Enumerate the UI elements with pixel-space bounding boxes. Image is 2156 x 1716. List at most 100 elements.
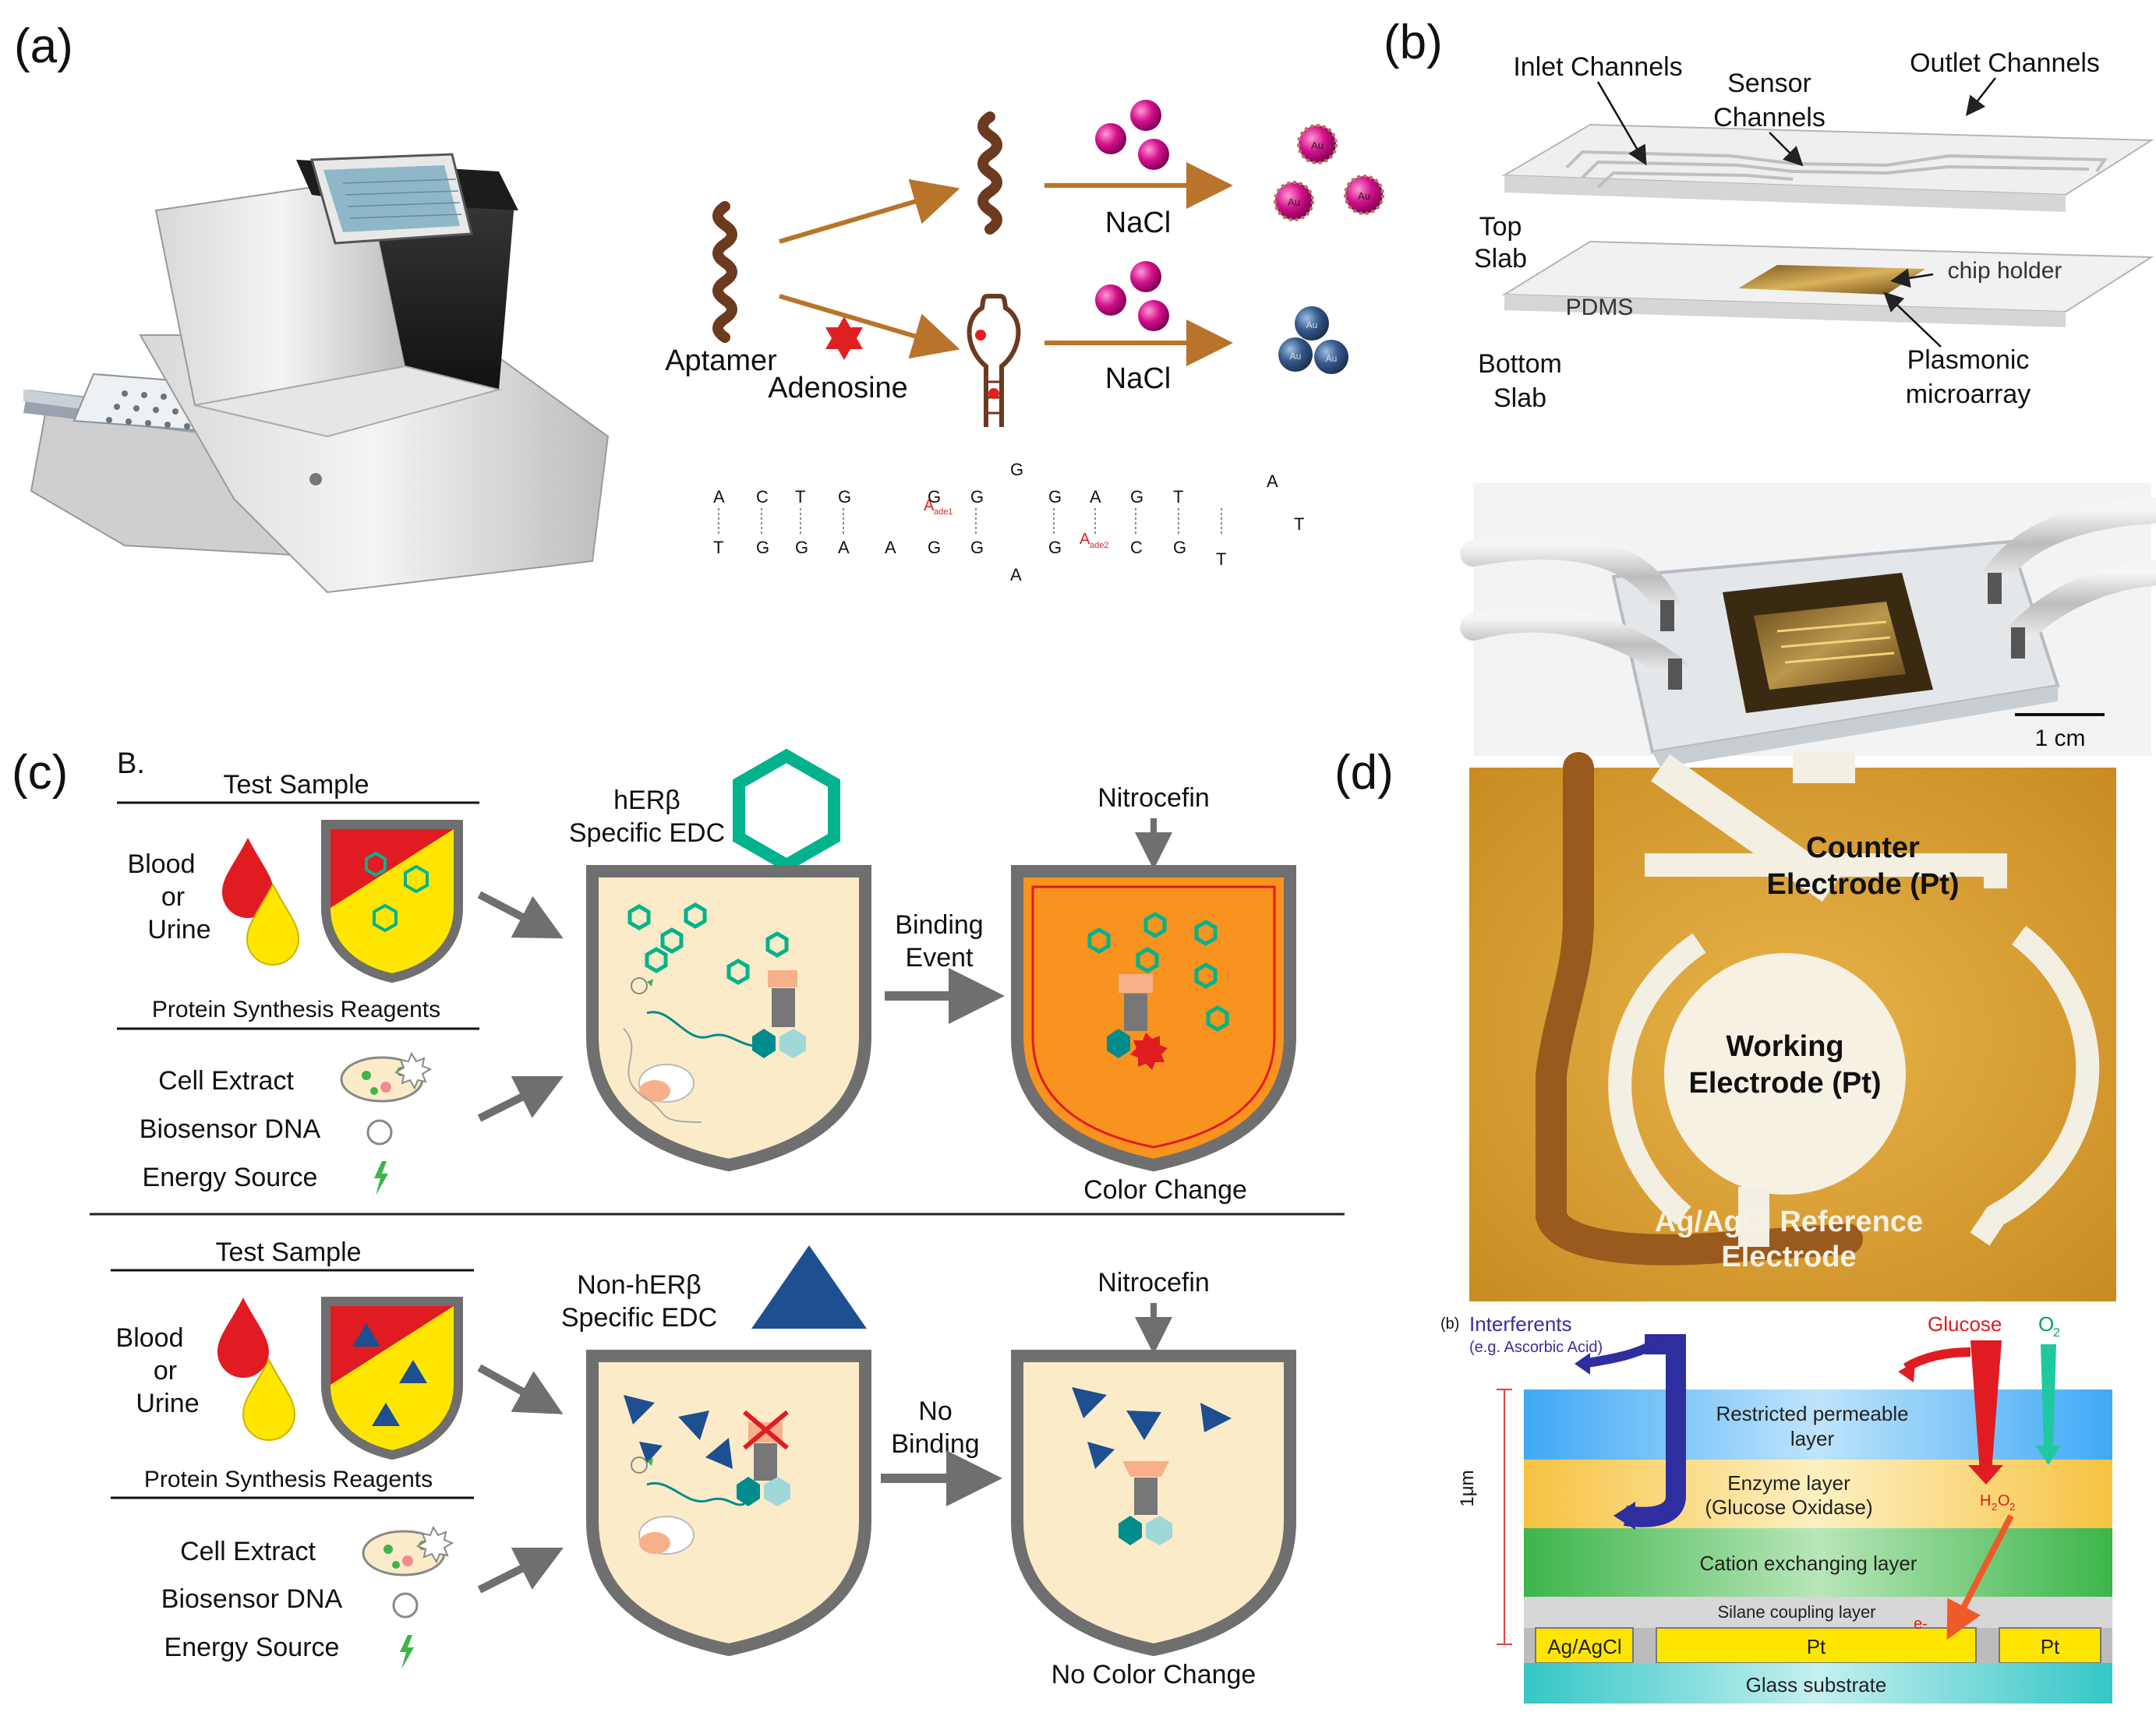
pt-electrode-2 — [1999, 1627, 2101, 1664]
cell-extract-label: Cell Extract — [158, 1066, 294, 1096]
sublabel-b: (b) — [1440, 1315, 1459, 1333]
svg-text:2: 2 — [2009, 1501, 2015, 1513]
biosensor-dna-label-2: Biosensor DNA — [161, 1584, 343, 1614]
smartphone — [310, 153, 473, 245]
oxygen-arrow — [2041, 1344, 2056, 1449]
edc-label-2-b: Specific EDC — [561, 1303, 717, 1333]
bottom-slab-label-1: Bottom — [1478, 349, 1562, 379]
panel-b-label: (b) — [1384, 16, 1443, 69]
svg-text:G: G — [1010, 460, 1023, 479]
seq-bottom-4: A — [885, 538, 896, 557]
arrow-to-bound — [779, 294, 960, 359]
seq-bottom-6: G — [970, 538, 984, 557]
agagcl-label: Ag/AgCl — [1547, 1635, 1621, 1658]
plasmonic-chip — [1738, 265, 1925, 295]
event-label-1: Binding — [895, 910, 983, 940]
urine-label-2: Urine — [136, 1389, 199, 1418]
pt-label-1: Pt — [1807, 1635, 1826, 1658]
reaction-shield-3 — [586, 1350, 871, 1657]
bottom-slab-label-2: Slab — [1493, 383, 1546, 413]
ascorbic-acid-label: (e.g. Ascorbic Acid) — [1469, 1339, 1603, 1356]
blood-drop-icon-2 — [217, 1298, 269, 1378]
energy-source-label: Energy Source — [143, 1163, 318, 1192]
svg-text:Au: Au — [1290, 351, 1302, 362]
seq-top-9: G — [1130, 487, 1143, 507]
reference-electrode-label-2: Electrode — [1721, 1241, 1856, 1273]
inlet-label: Inlet Channels — [1513, 52, 1682, 82]
pdms-label: PDMS — [1566, 295, 1634, 320]
plasmonic-label-2: microarray — [1906, 380, 2031, 409]
svg-text:A: A — [924, 497, 935, 514]
energy-source-label-2: Energy Source — [164, 1633, 340, 1662]
sample-shield-icon-2 — [321, 1297, 463, 1460]
aptamer-label: Aptamer — [665, 344, 777, 377]
urine-drop-icon-2 — [242, 1358, 296, 1441]
panel-c-label: (c) — [12, 746, 68, 800]
svg-text:2: 2 — [1992, 1501, 1997, 1513]
hexagon-edc-icon — [733, 748, 840, 873]
adenosine-label: Adenosine — [768, 372, 908, 404]
or-label: or — [161, 882, 185, 912]
svg-text:Au: Au — [1358, 190, 1370, 202]
scale-bar-label: 1 cm — [2034, 726, 2085, 751]
cation-label: Cation exchanging layer — [1700, 1552, 1917, 1575]
event-label-1-b: No — [918, 1396, 952, 1426]
svg-text:ade1: ade1 — [934, 507, 953, 517]
svg-text:T: T — [1294, 514, 1304, 534]
counter-electrode-label-1: Counter — [1806, 832, 1920, 864]
energy-bolt-icon — [374, 1161, 388, 1195]
sample-shield-icon — [321, 820, 463, 983]
working-electrode-label-1: Working — [1726, 1030, 1843, 1063]
oxygen-subscript: 2 — [2053, 1326, 2060, 1340]
nacl-top-label: NaCl — [1105, 207, 1171, 239]
arrow-to-unbound — [779, 178, 960, 244]
or-label-2: or — [154, 1356, 177, 1386]
blood-drop-icon — [222, 838, 274, 918]
enzyme-label-1: Enzyme layer — [1727, 1471, 1850, 1495]
working-electrode-label-2: Electrode (Pt) — [1688, 1067, 1881, 1100]
nitrocefin-label-2: Nitrocefin — [1097, 1268, 1210, 1298]
energy-bolt-icon-2 — [400, 1635, 414, 1669]
reagents-label-2: Protein Synthesis Reagents — [144, 1467, 433, 1492]
aptamer-scheme: Aptamer Adenosine NaCl NaCl — [665, 100, 1384, 584]
panel-c-top-row: Test Sample Blood or Urine Protein Synth… — [117, 748, 1296, 1205]
nacl-bottom-label: NaCl — [1105, 362, 1171, 395]
top-slab-label-2: Slab — [1474, 244, 1527, 274]
svg-text:A: A — [1010, 565, 1022, 584]
oxygen-label: O — [2038, 1312, 2054, 1336]
dna-plasmid-icon-2 — [392, 1592, 419, 1619]
seq-bottom-3: A — [838, 538, 850, 557]
plate-reader-device — [23, 153, 610, 594]
result-label: Color Change — [1083, 1175, 1247, 1205]
seq-top-3: G — [838, 487, 851, 507]
electron-label: e- — [1914, 1615, 1928, 1633]
svg-text:Au: Au — [1288, 196, 1300, 208]
seq-top-6: G — [970, 487, 984, 507]
reaction-shield-4 — [1011, 1350, 1296, 1657]
seq-top-8: A — [1090, 487, 1101, 507]
reaction-shield-1 — [586, 865, 871, 1172]
seq-bottom-2: G — [795, 538, 808, 557]
cell-extract-icon-2 — [362, 1525, 454, 1577]
triangle-edc-icon — [751, 1245, 867, 1329]
seq-bottom-1: G — [756, 538, 769, 557]
panel-a: (a) — [14, 19, 1384, 594]
svg-text:O: O — [1998, 1492, 2010, 1509]
event-label-2-b: Binding — [891, 1429, 979, 1459]
folded-aptamer — [967, 293, 1021, 427]
reference-electrode-label-1: Ag/AgCl Reference — [1655, 1206, 1923, 1238]
enzyme-label-2: (Glucose Oxidase) — [1705, 1495, 1872, 1519]
working-electrode — [1664, 953, 1906, 1195]
blood-label-2: Blood — [116, 1323, 184, 1353]
cation-exchanging-layer — [1524, 1528, 2112, 1597]
sensor-label-1: Sensor — [1727, 69, 1811, 98]
glass-substrate — [1524, 1663, 2112, 1704]
restricted-label-2: layer — [1790, 1427, 1835, 1450]
sensor-layer-diagram: (b) Interferents (e.g. Ascorbic Acid) Gl… — [1440, 1312, 2112, 1704]
edc-label-2: Specific EDC — [569, 818, 725, 848]
biosensor-dna-label: Biosensor DNA — [140, 1114, 321, 1144]
seq-bottom-7: G — [1048, 538, 1062, 557]
seq-top-7: G — [1048, 487, 1062, 507]
electron-transfer-arrow — [1946, 1514, 2014, 1640]
seq-bottom-0: T — [713, 538, 723, 557]
